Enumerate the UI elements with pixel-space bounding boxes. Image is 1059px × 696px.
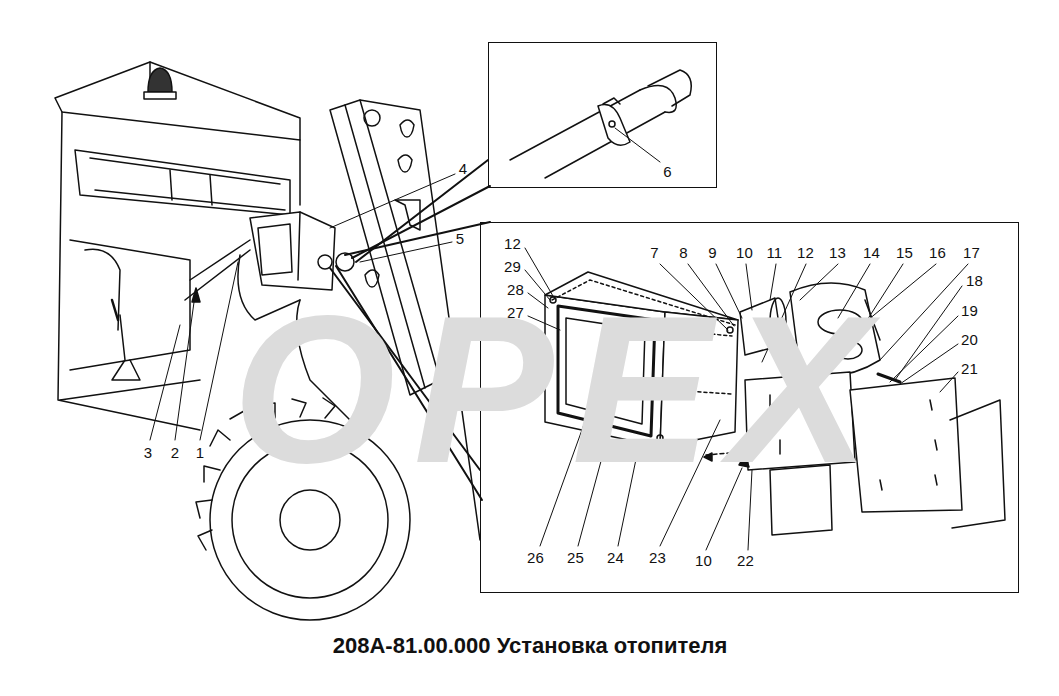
drawing-stroke [890,316,958,382]
drawing-stroke [640,86,676,113]
drawing-stroke [895,286,962,380]
drawing-stroke [112,315,140,380]
drawing-stroke [360,242,452,262]
callout-number: 2 [171,445,179,460]
drawing-stroke [330,174,455,228]
drawing-stroke [258,224,292,275]
callout-number: 12 [797,245,814,260]
drawing-stroke [900,344,958,384]
callout-number: 7 [650,245,658,260]
callout-number: 10 [695,553,712,568]
callout-number: 9 [708,245,716,260]
callout-number: 19 [961,303,978,318]
callout-number: 26 [527,550,544,565]
callout-number: 13 [829,245,846,260]
drawing-stroke [880,400,937,490]
drawing-stroke [144,92,176,99]
drawing-stroke [150,325,180,440]
drawing-stroke [345,222,490,255]
drawing-stroke [148,68,172,92]
drawing-stroke [192,288,200,302]
figure-title: 208А-81.00.000 Установка отопителя [333,635,728,657]
callout-number: 5 [456,231,464,246]
drawing-stroke [60,380,200,400]
drawing-stroke [398,155,412,172]
drawing-stroke [250,212,335,290]
callout-number: 14 [863,245,880,260]
callout-number: 4 [459,161,467,176]
drawing-stroke [510,90,640,160]
drawing-stroke [615,128,660,162]
drawing-stroke [364,110,380,126]
drawing-stroke [603,98,620,104]
callout-number: 17 [963,245,980,260]
callout-number: 15 [896,245,913,260]
drawing-stroke [356,160,488,262]
drawing-stroke [940,372,958,392]
drawing-stroke [55,62,300,140]
drawing-stroke [318,255,332,269]
callout-number: 12 [504,236,521,251]
callout-number: 11 [767,245,783,260]
drawing-stroke [90,158,285,210]
callout-number: 16 [929,245,946,260]
callout-number: 10 [736,245,753,260]
callout-number: 23 [649,550,666,565]
drawing-stroke [648,70,691,106]
callout-number: 3 [144,445,152,460]
drawing-stroke [400,120,414,137]
drawing-stroke [70,240,190,370]
callout-number: 24 [607,550,624,565]
callout-number: 20 [961,332,978,347]
drawing-stroke [280,490,340,550]
watermark: OPEX [232,285,888,495]
callout-number: 1 [196,445,204,460]
callout-number: 8 [679,245,687,260]
drawing-stroke [58,112,200,430]
drawing-stroke [598,105,630,146]
callout-number: 6 [663,164,671,179]
drawing-stroke [112,300,118,320]
drawing-stroke [299,140,301,205]
leader-lines [150,128,968,550]
callout-number: 21 [961,361,978,376]
drawing-stroke [298,212,300,280]
drawing-stroke [75,150,290,215]
callout-number: 29 [504,259,521,274]
callout-number: 25 [567,550,584,565]
hose-clamp-detail [510,70,691,178]
drawing-stroke [352,186,490,258]
drawing-stroke [175,295,195,440]
callout-number: 18 [966,273,983,288]
drawing-stroke [950,400,1005,528]
drawing-stroke [609,121,615,127]
drawing-stroke [85,249,120,330]
detail-inset: 6 [488,42,717,188]
callout-number: 22 [737,553,754,568]
drawing-stroke [170,170,212,205]
